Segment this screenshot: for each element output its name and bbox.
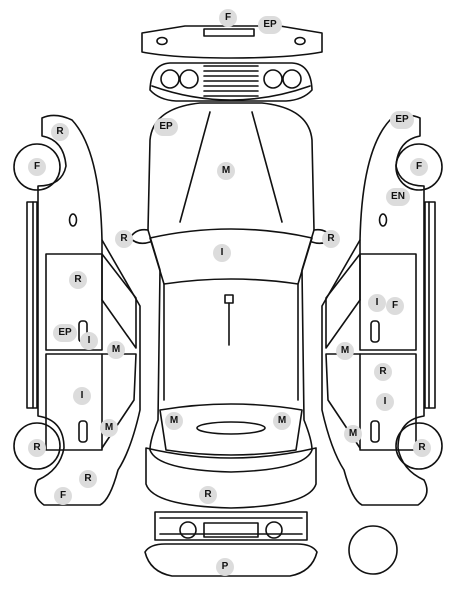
marker-rear-window-right-m: M — [273, 412, 291, 430]
front-grille — [149, 62, 313, 102]
marker-right-rear-door-r: R — [374, 363, 392, 381]
marker-rear-window-left-m: M — [165, 412, 183, 430]
marker-left-rear-door-i: I — [73, 387, 91, 405]
marker-front-bumper-f: F — [219, 9, 237, 27]
marker-rear-bumper-p: P — [216, 558, 234, 576]
marker-hood-ep: EP — [154, 118, 178, 136]
marker-hood-m: M — [217, 162, 235, 180]
spare-wheel-outline — [348, 525, 398, 575]
marker-left-front-door-ep: EP — [53, 324, 77, 342]
marker-left-quarter-r: R — [79, 470, 97, 488]
marker-left-fender-r: R — [51, 123, 69, 141]
marker-right-front-wheel-f: F — [410, 158, 428, 176]
marker-right-rear-door-m: M — [344, 425, 362, 443]
marker-right-mirror-r: R — [322, 230, 340, 248]
car-body-top-view — [129, 102, 333, 473]
marker-right-rear-door-i: I — [376, 393, 394, 411]
marker-left-quarter-f: F — [54, 487, 72, 505]
marker-left-rear-door-m: M — [100, 419, 118, 437]
marker-left-front-wheel-f: F — [28, 158, 46, 176]
marker-right-fender-ep: EP — [390, 111, 414, 129]
marker-front-bumper-ep: EP — [258, 16, 282, 34]
marker-windshield-i: I — [213, 244, 231, 262]
marker-left-pillar-m: M — [107, 341, 125, 359]
marker-trunk-r: R — [199, 486, 217, 504]
marker-right-front-door-f: F — [386, 297, 404, 315]
marker-right-fender-en: EN — [386, 188, 410, 206]
front-bumper — [141, 25, 323, 59]
marker-right-front-door-i: I — [368, 294, 386, 312]
trunk — [145, 447, 317, 509]
marker-left-front-door-i: I — [80, 332, 98, 350]
marker-left-front-door-r: R — [69, 271, 87, 289]
right-side-profile — [321, 114, 443, 506]
rear-bumper — [144, 511, 318, 577]
marker-left-mirror-r: R — [115, 230, 133, 248]
marker-left-rear-wheel-r: R — [28, 439, 46, 457]
marker-right-rear-wheel-r: R — [413, 439, 431, 457]
marker-right-pillar-m: M — [336, 342, 354, 360]
